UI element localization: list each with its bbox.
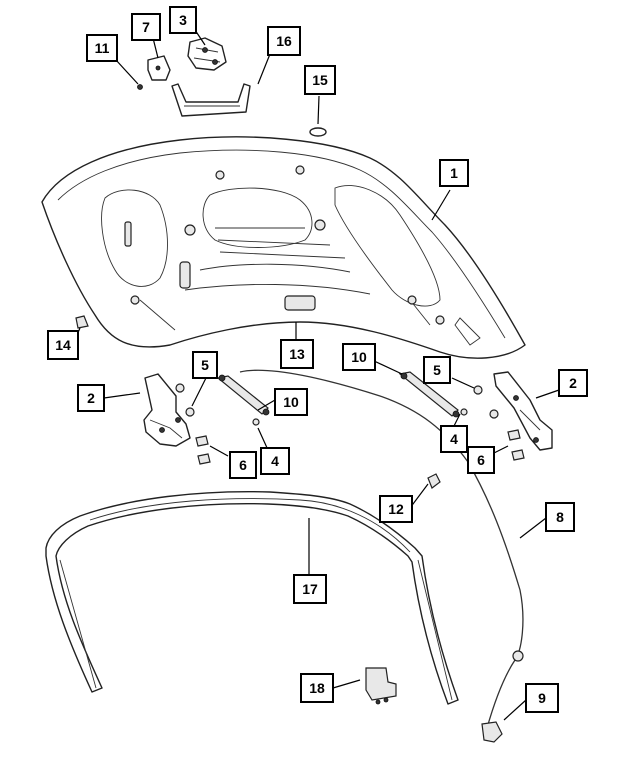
svg-text:11: 11 bbox=[95, 40, 110, 56]
svg-text:6: 6 bbox=[239, 457, 247, 473]
svg-text:4: 4 bbox=[271, 453, 279, 469]
callout-14: 14 bbox=[47, 330, 79, 360]
callout-13: 13 bbox=[280, 339, 314, 369]
svg-text:2: 2 bbox=[87, 390, 95, 406]
callout-16: 16 bbox=[267, 26, 301, 56]
svg-text:9: 9 bbox=[538, 690, 546, 706]
hinge-left bbox=[143, 373, 191, 447]
svg-text:16: 16 bbox=[276, 33, 292, 49]
svg-text:8: 8 bbox=[556, 509, 564, 525]
svg-text:2: 2 bbox=[569, 375, 577, 391]
callout-18: 18 bbox=[300, 673, 334, 703]
bolt-left bbox=[195, 435, 211, 465]
callout-1: 1 bbox=[439, 159, 469, 187]
svg-text:17: 17 bbox=[302, 581, 318, 597]
svg-text:3: 3 bbox=[179, 12, 187, 28]
gas-strut-left bbox=[216, 374, 270, 416]
svg-text:10: 10 bbox=[283, 394, 299, 410]
callout-2-left: 2 bbox=[77, 384, 105, 412]
callout-11: 11 bbox=[86, 34, 118, 62]
callout-3: 3 bbox=[169, 6, 197, 34]
svg-text:13: 13 bbox=[289, 346, 305, 362]
callout-10-right: 10 bbox=[342, 343, 376, 371]
callout-6-left: 6 bbox=[229, 451, 257, 479]
clip-14 bbox=[75, 315, 89, 329]
callout-4-right: 4 bbox=[440, 425, 468, 453]
callout-5-left: 5 bbox=[192, 351, 218, 379]
svg-text:4: 4 bbox=[450, 431, 458, 447]
svg-text:7: 7 bbox=[142, 19, 150, 35]
callout-4-left: 4 bbox=[260, 447, 290, 475]
callout-10-left: 10 bbox=[274, 388, 308, 416]
callout-15: 15 bbox=[304, 65, 336, 95]
nut-left bbox=[175, 383, 195, 417]
svg-text:10: 10 bbox=[351, 349, 367, 365]
svg-text:5: 5 bbox=[201, 357, 209, 373]
clip-12 bbox=[427, 473, 441, 489]
hood-seal bbox=[45, 491, 459, 705]
hood-latch bbox=[187, 37, 227, 71]
nut-right bbox=[473, 385, 499, 419]
svg-text:14: 14 bbox=[55, 337, 71, 353]
callout-17: 17 bbox=[293, 574, 327, 604]
hood-plug bbox=[309, 127, 327, 137]
hood-bumper bbox=[365, 667, 397, 705]
ball-stud-right bbox=[460, 408, 468, 416]
callout-8: 8 bbox=[545, 502, 575, 532]
svg-text:6: 6 bbox=[477, 452, 485, 468]
svg-text:5: 5 bbox=[433, 362, 441, 378]
svg-text:15: 15 bbox=[312, 72, 328, 88]
hood-panel bbox=[41, 136, 526, 359]
callout-9: 9 bbox=[525, 683, 559, 713]
svg-text:18: 18 bbox=[309, 680, 325, 696]
callout-5-right: 5 bbox=[423, 356, 451, 384]
gas-strut-right bbox=[398, 371, 460, 418]
bolt-right bbox=[507, 429, 525, 461]
release-handle bbox=[481, 721, 503, 743]
svg-text:1: 1 bbox=[450, 165, 458, 181]
release-cable bbox=[239, 369, 524, 729]
screw-11 bbox=[137, 84, 143, 90]
callout-2-right: 2 bbox=[558, 369, 588, 397]
hinge-right bbox=[493, 371, 553, 451]
ball-stud-left bbox=[252, 418, 260, 426]
latch-bracket bbox=[147, 55, 171, 81]
latch-striker bbox=[171, 83, 251, 117]
callout-12: 12 bbox=[379, 495, 413, 523]
callout-6-right: 6 bbox=[467, 446, 495, 474]
svg-text:12: 12 bbox=[388, 501, 404, 517]
callout-7: 7 bbox=[131, 13, 161, 41]
